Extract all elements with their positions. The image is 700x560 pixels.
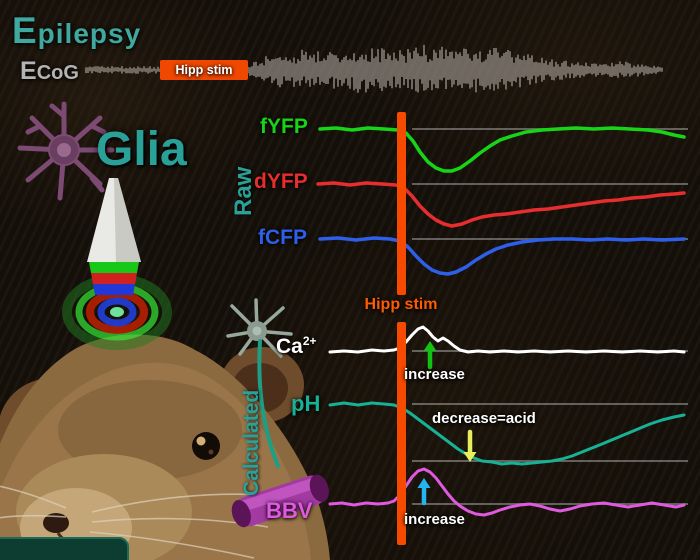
ecog-label: ECoG <box>20 57 79 85</box>
ca-label-text: Ca <box>276 335 303 358</box>
stim-bar <box>397 322 406 545</box>
glia-label: Glia <box>96 123 187 176</box>
hipp-stim-label: Hipp stim <box>364 296 438 313</box>
fyfp-trace <box>318 126 686 173</box>
corner-box <box>0 537 129 560</box>
optical-fiber <box>87 178 141 295</box>
bbv-annotation: increase <box>404 511 465 528</box>
ph-label: pH <box>291 391 321 416</box>
bbv-increase-arrow <box>417 478 431 506</box>
ca-annotation: increase <box>404 366 465 383</box>
bbv-label: BBV <box>266 498 313 523</box>
dyfp-trace <box>316 181 686 228</box>
mouse-nose <box>43 513 69 533</box>
bbv-trace <box>328 467 686 517</box>
ca-increase-arrow <box>423 341 437 370</box>
ph-decrease-arrow <box>463 429 477 462</box>
ph-annotation: decrease=acid <box>432 410 536 427</box>
dyfp-label: dYFP <box>254 170 308 193</box>
fcfp-trace <box>318 236 686 276</box>
ca-trace <box>328 325 686 354</box>
fyfp-label: fYFP <box>260 115 308 138</box>
hipp-stim-box: Hipp stim <box>160 60 248 80</box>
mouse-eye <box>192 432 220 460</box>
ca-label-sup: 2+ <box>302 334 317 348</box>
astrocyte-small <box>226 298 293 468</box>
fcfp-label: fCFP <box>258 226 307 249</box>
calculated-panel-label: Calculated <box>240 389 263 496</box>
astrocyte-illustration <box>17 101 115 201</box>
ca-label: Ca2+ <box>276 334 317 359</box>
plot-layer <box>85 44 688 545</box>
stim-bar <box>397 112 406 295</box>
figure-title: Epilepsy <box>12 10 142 51</box>
blood-vessel <box>231 474 329 528</box>
mouse-photo <box>0 334 330 560</box>
